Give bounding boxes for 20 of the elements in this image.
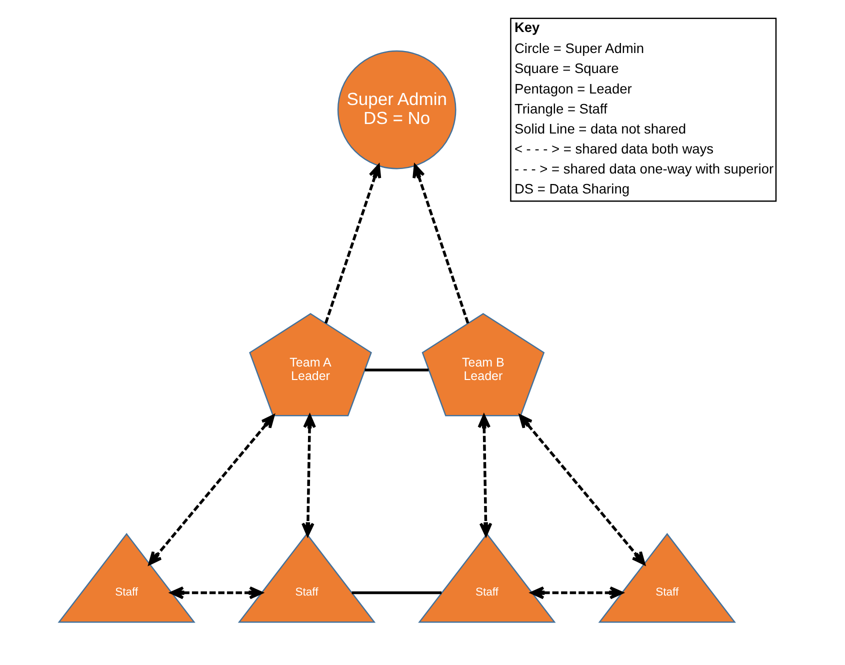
arrow bbox=[301, 414, 316, 536]
label: Pentagon = Leader bbox=[514, 81, 632, 96]
arrow bbox=[170, 586, 263, 600]
arrow bbox=[478, 414, 492, 536]
arrow bbox=[412, 164, 470, 324]
label: Circle = Super Admin bbox=[514, 41, 644, 56]
label: Solid Line = data not shared bbox=[514, 121, 686, 136]
arrow bbox=[530, 586, 624, 600]
label: Key bbox=[514, 20, 540, 35]
connector bbox=[352, 591, 442, 594]
node-circle: Super Admin DS = No bbox=[337, 50, 456, 170]
arrow bbox=[148, 414, 275, 566]
label: Square = Square bbox=[514, 61, 619, 76]
label: DS = Data Sharing bbox=[514, 181, 630, 196]
label: - - - > = shared data one-way with superior bbox=[514, 161, 774, 176]
connector bbox=[364, 368, 429, 372]
arrow bbox=[519, 414, 646, 566]
label: Triangle = Staff bbox=[514, 101, 608, 116]
arrow bbox=[324, 164, 382, 324]
label: < - - - > = shared data both ways bbox=[514, 141, 714, 156]
